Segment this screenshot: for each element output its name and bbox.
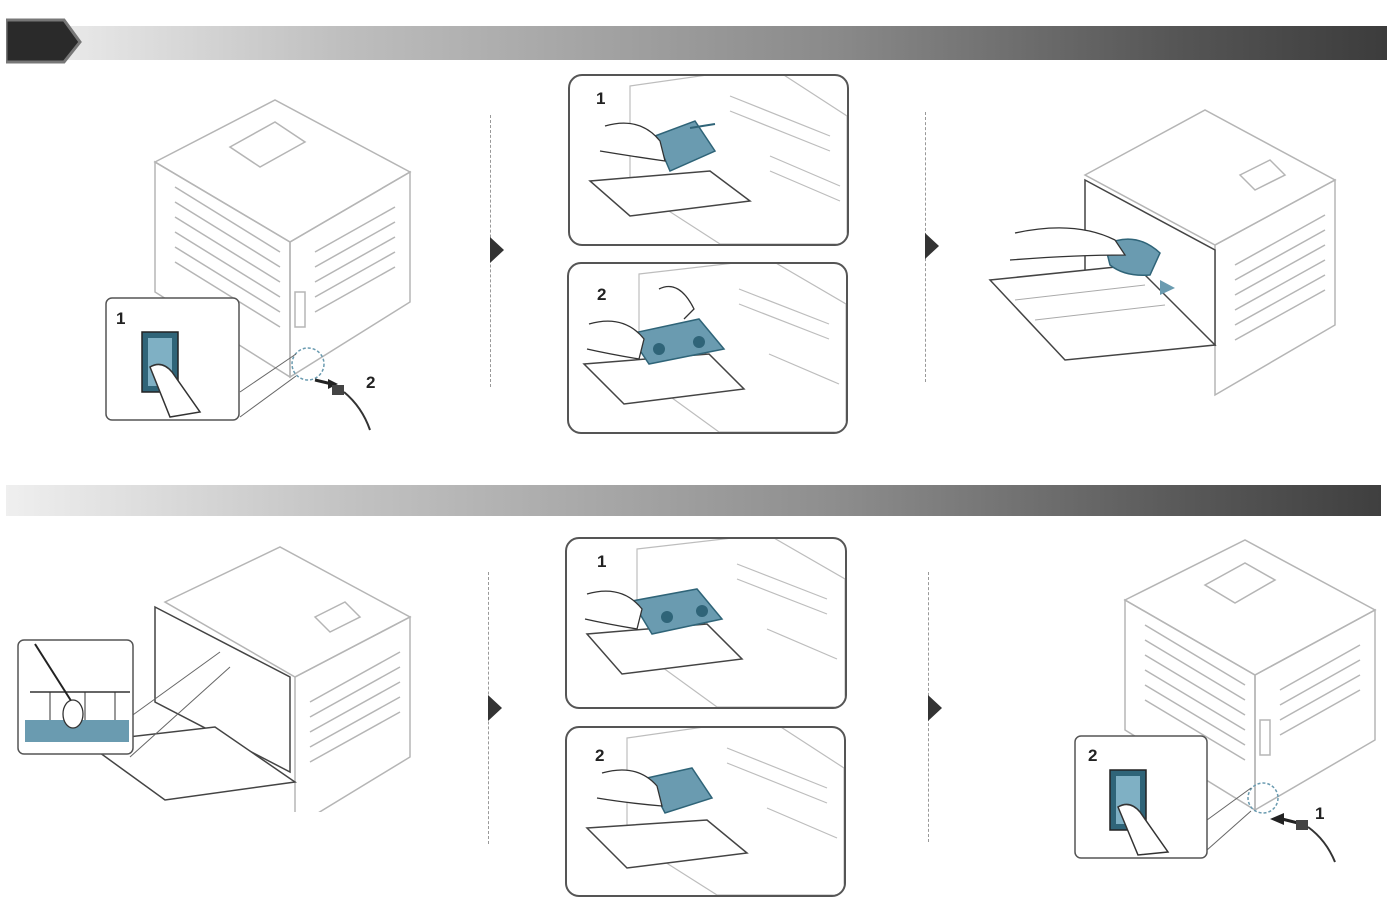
cord-step-number: 1	[1315, 804, 1324, 823]
step-arrow-icon	[925, 233, 939, 259]
printer-outline	[153, 99, 412, 379]
printer-open-transfer-roller-illustration	[17, 546, 412, 812]
toner-cartridge	[630, 588, 724, 635]
section-header-bar-bottom	[6, 485, 1381, 516]
panel-step-number: 1	[596, 89, 605, 108]
printer-power-on-illustration: 2 1	[1074, 539, 1377, 863]
power-cord-icon	[1270, 813, 1336, 863]
callout-step-number: 2	[1088, 746, 1097, 765]
step-arrow-icon	[488, 695, 502, 721]
section-header-bar-top	[6, 26, 1387, 60]
panel-step-number: 2	[595, 746, 604, 765]
step-arrow-icon	[928, 695, 942, 721]
power-switch-icon	[1109, 769, 1170, 856]
cord-step-number: 2	[366, 373, 375, 392]
step-arrow-icon	[490, 237, 504, 263]
section-tab-icon	[6, 18, 82, 64]
callout-step-number: 1	[116, 309, 125, 328]
panel-step-number: 1	[597, 552, 606, 571]
printer-clean-inside-illustration	[988, 109, 1337, 397]
toner-cartridge	[627, 318, 726, 365]
step-panel-reinstall-1: 1	[565, 537, 847, 709]
step-panel-reinstall-2: 2	[565, 726, 846, 897]
switch-highlight	[291, 347, 325, 381]
toner-cartridge	[654, 120, 717, 172]
step-panel-remove-1: 1	[568, 74, 849, 246]
power-cord-icon	[314, 378, 371, 431]
power-switch-icon	[141, 331, 202, 418]
transfer-roller	[25, 691, 130, 742]
printer-power-off-illustration: 1 2	[105, 99, 412, 431]
panel-step-number: 2	[597, 285, 606, 304]
step-panel-remove-2: 2	[567, 262, 848, 434]
